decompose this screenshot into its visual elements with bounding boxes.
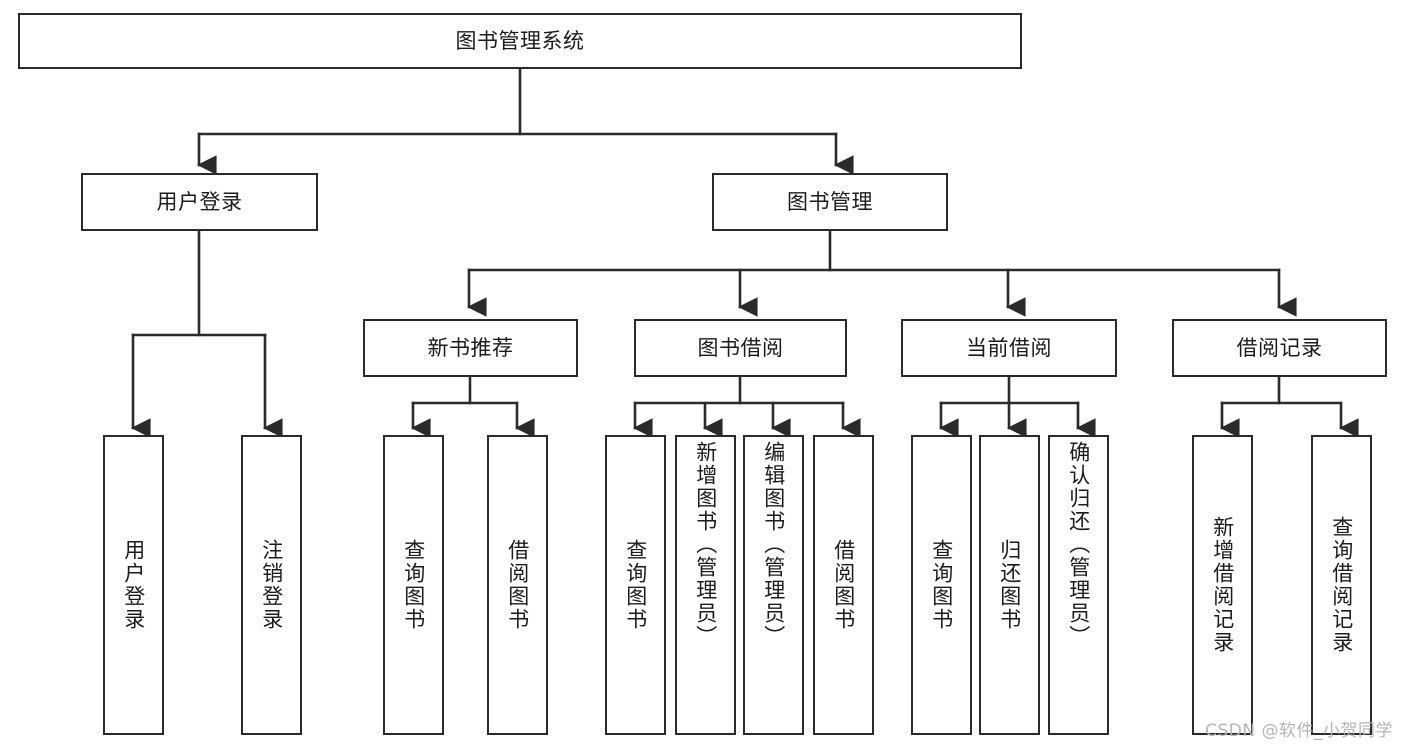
leaf-add-borrow-record-label: 新增借阅记录 <box>1210 516 1235 654</box>
node-borrow-record-label: 借阅记录 <box>1236 335 1323 360</box>
leaf-query-book-borrow[interactable]: 查询图书 <box>605 435 666 735</box>
node-current-borrow-label: 当前借阅 <box>966 335 1052 360</box>
node-user-login-label: 用户登录 <box>156 189 243 214</box>
leaf-return-book[interactable]: 归还图书 <box>979 435 1040 735</box>
leaf-edit-book-admin[interactable]: 编辑图书（管理员） <box>743 435 804 735</box>
leaf-borrow-book-label: 借阅图书 <box>831 539 856 631</box>
leaf-query-book-current[interactable]: 查询图书 <box>911 435 972 735</box>
node-book-management-label: 图书管理 <box>787 189 873 214</box>
leaf-add-book-admin-label: 新增图书（管理员） <box>693 441 718 648</box>
leaf-query-book-current-label: 查询图书 <box>929 539 954 631</box>
leaf-return-book-label: 归还图书 <box>997 539 1022 631</box>
leaf-query-book-recommend-label: 查询图书 <box>401 539 426 631</box>
node-book-management[interactable]: 图书管理 <box>712 173 948 231</box>
leaf-add-borrow-record[interactable]: 新增借阅记录 <box>1192 435 1253 735</box>
leaf-add-book-admin[interactable]: 新增图书（管理员） <box>675 435 736 735</box>
leaf-edit-book-admin-label: 编辑图书（管理员） <box>761 441 786 648</box>
leaf-borrow-book[interactable]: 借阅图书 <box>813 435 874 735</box>
node-root[interactable]: 图书管理系统 <box>18 13 1022 69</box>
leaf-confirm-return-admin-label: 确认归还（管理员） <box>1066 441 1091 648</box>
node-new-book-recommend[interactable]: 新书推荐 <box>363 319 578 377</box>
leaf-query-borrow-record[interactable]: 查询借阅记录 <box>1311 435 1372 735</box>
leaf-confirm-return-admin[interactable]: 确认归还（管理员） <box>1048 435 1109 735</box>
watermark: CSDN @软件_小贺同学 <box>1205 721 1393 741</box>
node-new-book-recommend-label: 新书推荐 <box>427 335 514 360</box>
leaf-user-login[interactable]: 用户登录 <box>103 435 164 735</box>
node-user-login[interactable]: 用户登录 <box>81 173 318 231</box>
leaf-query-borrow-record-label: 查询借阅记录 <box>1329 516 1354 654</box>
leaf-borrow-book-recommend-label: 借阅图书 <box>505 539 530 631</box>
leaf-query-book-recommend[interactable]: 查询图书 <box>383 435 444 735</box>
node-book-borrow[interactable]: 图书借阅 <box>634 319 847 377</box>
node-book-borrow-label: 图书借阅 <box>697 335 784 360</box>
node-current-borrow[interactable]: 当前借阅 <box>901 319 1117 377</box>
leaf-logout[interactable]: 注销登录 <box>241 435 302 735</box>
leaf-borrow-book-recommend[interactable]: 借阅图书 <box>487 435 548 735</box>
leaf-query-book-borrow-label: 查询图书 <box>623 539 648 631</box>
leaf-user-login-label: 用户登录 <box>121 539 146 631</box>
node-root-label: 图书管理系统 <box>455 28 585 53</box>
leaf-logout-label: 注销登录 <box>259 539 284 631</box>
node-borrow-record[interactable]: 借阅记录 <box>1172 319 1387 377</box>
